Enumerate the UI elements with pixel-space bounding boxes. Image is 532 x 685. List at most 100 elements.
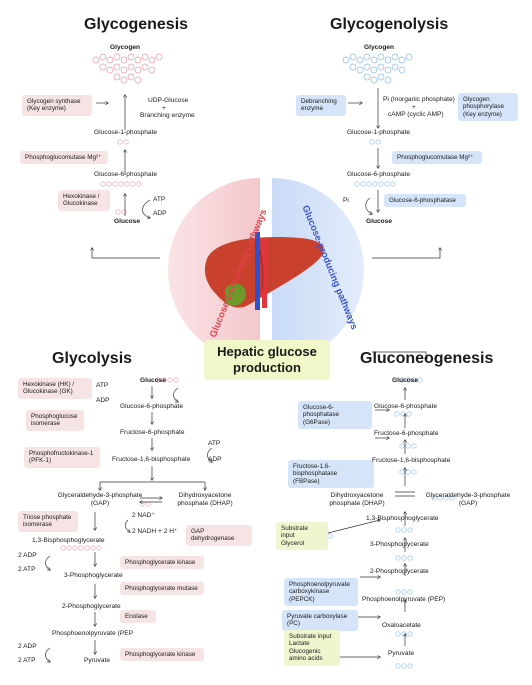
nad-label: 2 NAD⁺ — [132, 512, 155, 519]
oxaloacetate: Oxaloacetate — [382, 622, 421, 629]
pgi-l2: isomerase — [31, 420, 61, 428]
phosphorylase-l1: Glycogen — [463, 96, 490, 103]
glycogen-synthase-note: (Key enzyme) — [27, 105, 66, 113]
substrate-label: Substrate input — [281, 525, 308, 540]
glucose-6-phosphate: Glucose-6-phosphate — [347, 171, 411, 178]
gap-label: Glyceraldehyde-3-phosphate (GAP) — [418, 492, 518, 507]
phosphoenolpyruvate: Phosphoenolpyruvate (PEP — [52, 630, 134, 637]
substrate-label: Substrate input — [289, 633, 332, 640]
glucogenic-label: Glucogenic — [289, 647, 321, 655]
atp-label: ATP — [96, 382, 109, 389]
substrate-lactate-box: Substrate input Lactate Glucogenic amino… — [284, 630, 340, 666]
phosphoenolpyruvate: Phosphoenolpyruvate (PEP) — [362, 596, 446, 603]
gluconeogenesis-arrows — [327, 388, 415, 657]
glycogenesis-title: Glycogenesis — [84, 16, 189, 33]
debranching-name: Debranching — [301, 98, 337, 105]
atp-label: ATP — [208, 440, 221, 447]
substrate-glycerol-box: Substrate input Glycerol — [276, 522, 328, 551]
bisphosphoglycerate: 1,3-Bisphosphoglycerate — [366, 515, 439, 522]
pgi-l1: Phosphoglucose — [31, 413, 78, 420]
adp-label: 2 ADP — [18, 552, 37, 559]
atp-label: 2 ATP — [18, 657, 36, 664]
atp-label: ATP — [153, 196, 166, 203]
glycogen-synthase-box: Glycogen synthase (Key enzyme) — [22, 95, 92, 116]
phosphoglycerate-kinase-box-2: Phosphoglycerate kinase — [120, 648, 204, 662]
dhap-label: Dihydroxyacetone phosphate (DHAP) — [170, 492, 240, 507]
g6pase-l1: Glucose-6-phosphatase — [303, 404, 340, 419]
3-phosphoglycerate: 3-Phosphoglycerate — [370, 541, 429, 548]
glycogen-molecule-left — [92, 53, 163, 84]
pfk1-box: Phosphofructokinase-1 (PFK-1) — [24, 447, 100, 468]
inorganic-phosphate: Pi (Inorganic phosphate) — [383, 96, 455, 103]
glucokinase-name: Glucokinase — [63, 200, 98, 208]
fructose-6-phosphate: Fructose-6-phosphate — [120, 429, 185, 436]
glycolysis-title: Glycolysis — [52, 350, 133, 367]
phosphorylase-l2: phosphorylase — [463, 103, 504, 111]
gap-dehydrogenase-box: GAP dehydrogenase — [186, 525, 252, 546]
pyruvate-carboxylase-box: Pyruvate carboxylase (PC) — [282, 610, 358, 631]
pepck-l2: carboxykinase (PEPCK) — [289, 588, 330, 603]
fbpase-box: Fructose-1,6-bisphosphatase (FBPase) — [288, 460, 374, 489]
fbpase-l2: (FBPase) — [293, 477, 320, 485]
branching-enzyme: Branching enzyme — [140, 112, 195, 119]
glycogen-label: Glycogen — [364, 44, 395, 51]
hk-l1: Hexokinase (HK) / — [23, 381, 75, 388]
phosphoglucomutase-box: Phosphoglucomutase Mg²⁺ — [20, 151, 108, 165]
hub-connectors — [92, 248, 440, 360]
tpi-l1: Triose phosphate — [23, 514, 72, 521]
pepck-l1: Phosphoenolpyruvate — [289, 581, 350, 588]
debranching-enzyme-box: Debranching enzyme — [296, 95, 346, 116]
dhap-label: Dihydroxyacetone phosphate (DHAP) — [322, 492, 392, 507]
glucose-6-phosphate: Glucose-6-phosphate — [120, 403, 184, 410]
glucose-label: Glucose — [366, 218, 393, 225]
pfk1-l2: (PFK-1) — [29, 457, 52, 465]
hub-line-2: production — [233, 360, 301, 375]
adp-label: ADP — [208, 456, 222, 463]
glucose-6-phosphate: Glucose-6-phosphate — [374, 403, 438, 410]
gluconeogenesis-title: Gluconeogenesis — [360, 350, 494, 367]
phosphoglycerate-mutase-box: Phosphoglycerate mutase — [120, 582, 204, 596]
udp-glucose: UDP-Glucose — [148, 97, 189, 104]
2-phosphoglycerate: 2-Phosphoglycerate — [370, 568, 429, 575]
pepck-box: Phosphoenolpyruvate carboxykinase (PEPCK… — [284, 578, 358, 607]
glucose-6-phosphatase-box: Glucose-6-phosphatase — [384, 194, 466, 208]
enolase-box: Enolase — [120, 610, 156, 624]
glucose-label: Glucose — [392, 377, 419, 384]
phosphoglucomutase-box: Phosphoglucomutase Mg²⁺ — [392, 151, 482, 165]
dhap-l1: Dihydroxyacetone — [178, 492, 232, 499]
glucose-6-phosphate: Glucose-6-phosphate — [94, 171, 158, 178]
phosphoglycerate-kinase-box: Phosphoglycerate kinase — [120, 556, 204, 570]
molecule-chains-blue — [327, 139, 455, 669]
3-phosphoglycerate: 3-Phosphoglycerate — [64, 572, 123, 579]
glucose-1-phosphate: Glucose-1-phosphate — [347, 129, 411, 136]
glycerol-label: Glycerol — [281, 539, 305, 547]
pyruvate: Pyruvate — [84, 657, 111, 664]
liver-icon — [204, 232, 324, 310]
glycogenesis-arrows — [96, 95, 150, 218]
glycolysis-arrows — [45, 386, 213, 662]
nadh-label: 2 NADH + 2 H⁺ — [132, 528, 178, 535]
fbpase-l1: Fructose-1,6-bisphosphatase — [293, 463, 338, 478]
gap-label: Glyceraldehyde-3-phosphate (GAP) — [50, 492, 150, 507]
hepatic-glucose-production-hub: Hepatic glucose production — [204, 340, 330, 380]
phosphorylase-l3: (Key enzyme) — [463, 110, 502, 118]
pi-label: Pi — [343, 197, 349, 204]
bisphosphoglycerate: 1,3-Bisphosphoglycerate — [32, 537, 105, 544]
adp-label: ADP — [96, 397, 110, 404]
plus-sign: + — [162, 105, 166, 112]
camp-label: cAMP (cyclic AMP) — [388, 111, 444, 118]
tpi-l2: isomerase — [23, 521, 53, 529]
dhap-l2: phosphate (DHAP) — [329, 499, 385, 507]
hk-l2: Glucokinase (GK) — [23, 388, 73, 396]
amino-acids-label: amino acids — [289, 655, 323, 663]
glycogen-synthase-name: Glycogen synthase — [27, 98, 81, 105]
fructose-1-6-bisphosphate: Fructose-1,6-bisphosphate — [112, 456, 191, 463]
g6pase-box: Glucose-6-phosphatase (G6Pase) — [298, 401, 372, 430]
debranching-note: enzyme — [301, 105, 324, 113]
2-phosphoglycerate: 2-Phosphoglycerate — [62, 603, 121, 610]
gap-l1: Glyceraldehyde-3-phosphate — [425, 492, 511, 499]
gap-l2: (GAP) — [458, 499, 478, 507]
g6pase-l2: (G6Pase) — [303, 418, 330, 426]
lactate-label: Lactate — [289, 640, 310, 648]
